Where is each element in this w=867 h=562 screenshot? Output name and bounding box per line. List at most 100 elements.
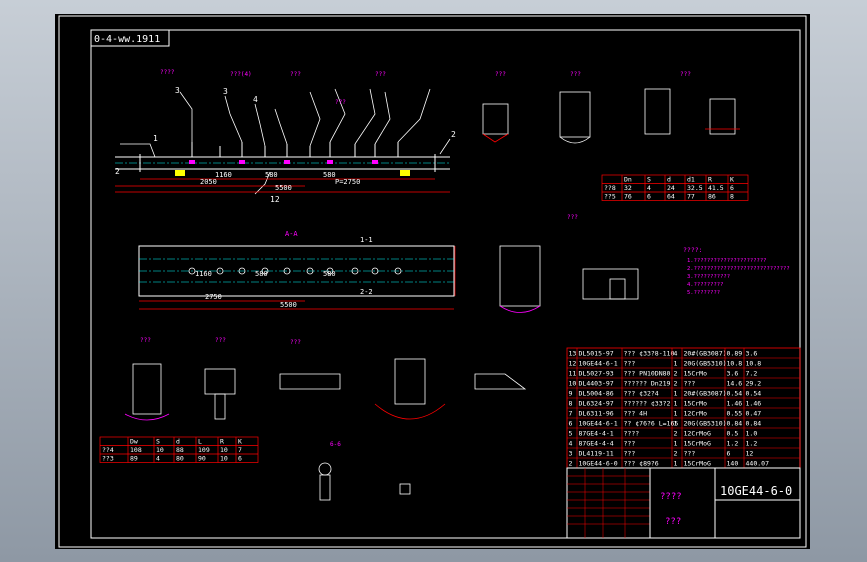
- table-k-cell: R: [708, 176, 712, 184]
- parts-cell: 9: [569, 390, 573, 398]
- title-block: ???? ??? 10GE44-6-0: [566, 467, 801, 539]
- parts-cell: DL6324-97: [579, 400, 614, 408]
- outer-frame: [58, 15, 807, 548]
- parts-cell: DL5015-97: [579, 350, 614, 358]
- parts-cell: 29.2: [746, 380, 762, 388]
- detail-label-q: ???: [290, 339, 301, 346]
- drawing-canvas[interactable]: 0-4-ww.1911: [55, 14, 810, 549]
- parts-cell: 15CrMoG: [684, 460, 711, 468]
- technical-notes: ????:1.??????????????????????2.?????????…: [683, 246, 790, 296]
- plan-dim-580b: 580: [323, 270, 336, 278]
- parts-cell: 15CrMo: [684, 370, 708, 378]
- header-elevation: ???? ???(4) ??? ??? ??? 3 3 4 1 2 2 12: [115, 69, 456, 204]
- parts-cell: 2: [674, 370, 678, 378]
- detail-sketches-mid: [499, 245, 639, 313]
- parts-cell: 0.5: [727, 430, 739, 438]
- table-d-cell: 6: [238, 455, 242, 463]
- table-k-cell: 6: [730, 184, 734, 192]
- dim-580b: 580: [323, 171, 336, 179]
- section-mark-mid: ???: [567, 214, 578, 221]
- dim-5500: 5500: [275, 184, 292, 192]
- parts-cell: ?????? ¢33?2: [624, 400, 671, 408]
- parts-cell: 0.55: [727, 410, 743, 418]
- table-k-cell: S: [647, 176, 651, 184]
- parts-cell: 0.54: [727, 390, 743, 398]
- balloon-3b: 3: [223, 87, 228, 96]
- ref-note-a: ????: [160, 69, 175, 76]
- parts-cell: 1.2: [746, 440, 758, 448]
- parts-cell: ???: [624, 360, 636, 368]
- stamp-text: 0-4-ww.1911: [94, 34, 160, 45]
- parts-cell: 2: [569, 460, 573, 468]
- title-name: ????: [660, 492, 682, 502]
- parts-cell: 1: [674, 360, 678, 368]
- note-line: 1.??????????????????????: [687, 258, 766, 264]
- note-line: 5.????????: [687, 290, 720, 296]
- table-k-cell: 24: [667, 184, 675, 192]
- parts-cell: 10GE44-6-1: [579, 360, 618, 368]
- stamp-box: [90, 29, 170, 47]
- balloon-12: 12: [270, 195, 280, 204]
- table-d-cell: S: [156, 438, 160, 446]
- table-k-cell: 64: [667, 193, 675, 201]
- parts-cell: 87GE4-4-4: [579, 440, 614, 448]
- parts-cell: ??? 4H: [624, 410, 648, 418]
- detail-label-o: ???: [215, 337, 226, 344]
- parts-cell: 2: [674, 430, 678, 438]
- title-sub: ???: [665, 517, 681, 527]
- parts-cell: 14.6: [727, 380, 743, 388]
- parts-cell: 140: [727, 460, 739, 468]
- parts-cell: 7.2: [746, 370, 758, 378]
- parts-cell: 15CrMo: [684, 400, 708, 408]
- table-k-cell: K: [730, 176, 734, 184]
- table-k-cell: 86: [708, 193, 716, 201]
- dim-2050: 2050: [200, 178, 217, 186]
- parts-cell: 7: [569, 410, 573, 418]
- parts-cell: 20#(GB3087): [684, 390, 727, 398]
- parts-cell: 12: [746, 450, 754, 458]
- parts-cell: 1.46: [727, 400, 743, 408]
- parts-cell: 0.89: [727, 350, 743, 358]
- parts-cell: 2: [674, 380, 678, 388]
- section-mark-2: 2-2: [360, 288, 373, 296]
- balloon-4: 4: [253, 95, 258, 104]
- table-k-cell: Dn: [624, 176, 632, 184]
- table-d-cell: d: [176, 438, 180, 446]
- table-d-cell: 4: [156, 455, 160, 463]
- parts-cell: 12: [569, 360, 577, 368]
- ref-note-e: ???: [335, 99, 346, 106]
- parts-cell: ?? ¢76?6 L=165: [624, 420, 679, 428]
- ref-note-d: ???: [375, 71, 386, 78]
- table-k-cell: 76: [624, 193, 632, 201]
- parts-cell: 440.07: [746, 460, 770, 468]
- parts-cell: 1.0: [746, 430, 758, 438]
- table-k-cell: 32: [624, 184, 632, 192]
- parts-cell: 12CrMoG: [684, 430, 711, 438]
- detail-sketches-small: [318, 462, 411, 501]
- parts-cell: ??? ¢32?4: [624, 390, 659, 398]
- parts-cell: DL5027-93: [579, 370, 614, 378]
- ref-note-c: ???: [290, 71, 301, 78]
- table-k-cell: d1: [687, 176, 695, 184]
- dim-p2750: P=2750: [335, 178, 360, 186]
- title-code: 10GE44-6-0: [720, 484, 792, 498]
- inner-frame: [90, 29, 801, 539]
- ref-note-b: ???(4): [230, 71, 252, 78]
- table-d-cell: 10: [220, 455, 228, 463]
- parts-cell: 1.46: [746, 400, 762, 408]
- table-k-cell: 6: [647, 193, 651, 201]
- parts-cell: 3.6: [746, 350, 758, 358]
- parts-cell: ??? ¢89?6: [624, 460, 659, 468]
- parts-cell: 1.2: [727, 440, 739, 448]
- table-k-cell: 4: [647, 184, 651, 192]
- table-d-cell: 108: [130, 446, 142, 454]
- balloon-3: 3: [175, 86, 180, 95]
- dim-580a: 580: [265, 171, 278, 179]
- table-d-cell: 88: [176, 446, 184, 454]
- table-d-cell: L: [198, 438, 202, 446]
- parts-cell: ???: [624, 450, 636, 458]
- table-d-cell: Dw: [130, 438, 138, 446]
- header-plan-view: 1160 580 580 2750 5500 1-1 2-2 A-A: [138, 230, 456, 310]
